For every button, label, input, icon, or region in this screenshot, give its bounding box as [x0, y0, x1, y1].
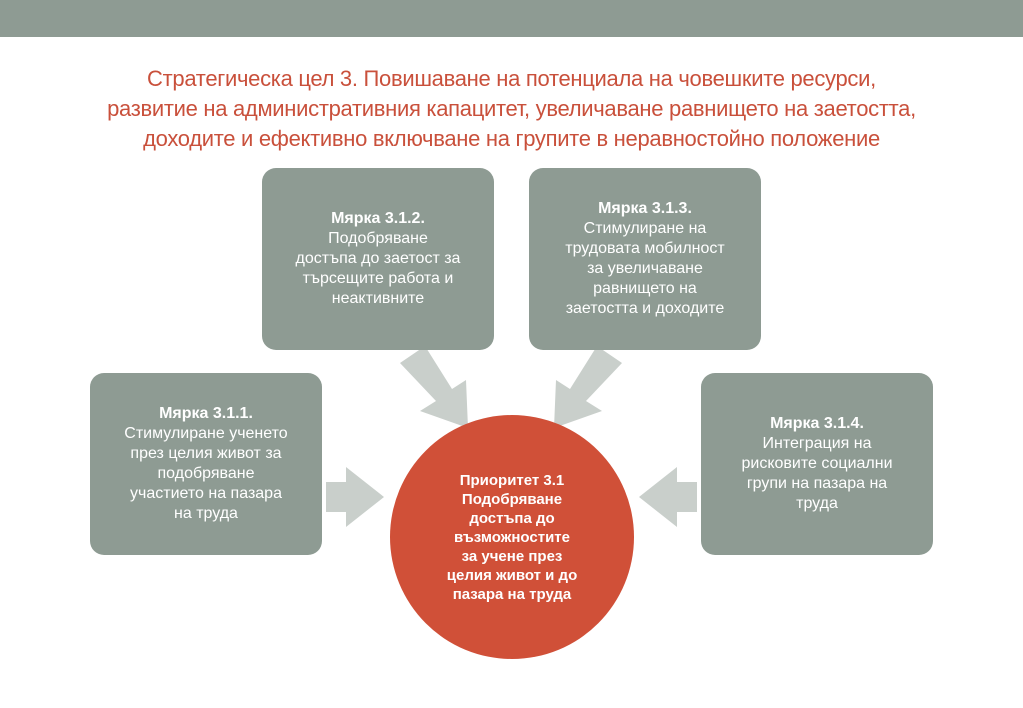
- measure-3-1-1-text: Стимулиране ученето през целия живот за …: [124, 425, 288, 522]
- measure-3-1-2-box: Мярка 3.1.2. Подобряване достъпа до зает…: [262, 168, 494, 350]
- title-line-3: доходите и ефективно включване на групит…: [143, 126, 880, 151]
- page-title: Стратегическа цел 3. Повишаване на потен…: [40, 64, 983, 154]
- measure-3-1-4-text: Интеграция на рисковите социални групи н…: [741, 435, 893, 512]
- title-line-2: развитие на административния капацитет, …: [107, 96, 916, 121]
- measure-3-1-2-title: Мярка 3.1.2.: [331, 210, 425, 227]
- measure-3-1-3-text: Стимулиране на трудовата мобилност за ув…: [565, 220, 725, 317]
- arrow-from-m313: [554, 346, 622, 428]
- measure-3-1-1-title: Мярка 3.1.1.: [159, 405, 253, 422]
- priority-3-1-circle: Приоритет 3.1 Подобряване достъпа до въз…: [390, 415, 634, 659]
- title-line-1: Стратегическа цел 3. Повишаване на потен…: [147, 66, 876, 91]
- measure-3-1-3-title: Мярка 3.1.3.: [598, 200, 692, 217]
- measure-3-1-4-box: Мярка 3.1.4. Интеграция на рисковите соц…: [701, 373, 933, 555]
- priority-3-1-text: Приоритет 3.1 Подобряване достъпа до въз…: [446, 471, 578, 603]
- measure-3-1-4-title: Мярка 3.1.4.: [770, 415, 864, 432]
- measure-3-1-1-box: Мярка 3.1.1. Стимулиране ученето през це…: [90, 373, 322, 555]
- top-bar: [0, 0, 1023, 37]
- measure-3-1-3-box: Мярка 3.1.3. Стимулиране на трудовата мо…: [529, 168, 761, 350]
- arrow-from-m312: [400, 346, 468, 428]
- arrow-from-m314: [639, 467, 697, 527]
- measure-3-1-2-text: Подобряване достъпа до заетост за търсещ…: [295, 230, 461, 307]
- arrow-from-m311: [326, 467, 384, 527]
